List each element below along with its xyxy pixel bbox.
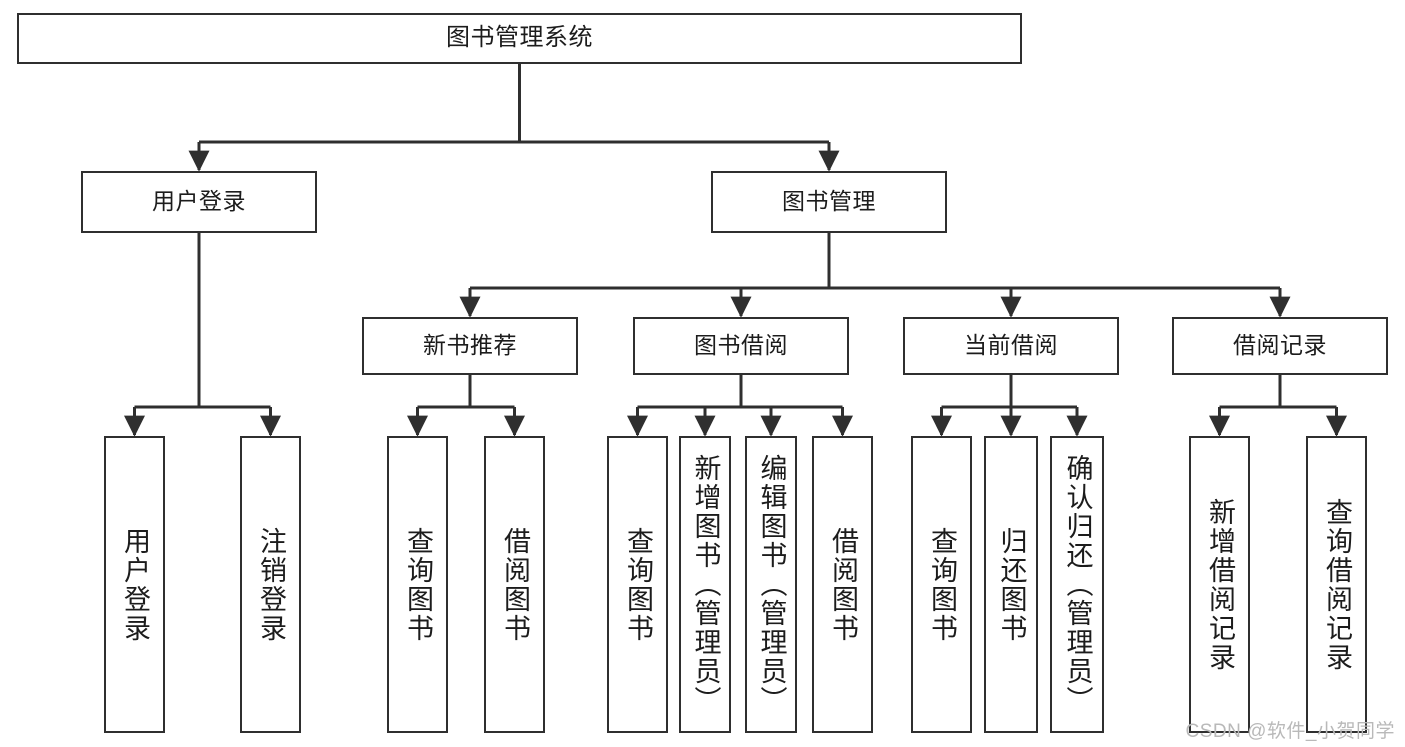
node-l2a[interactable]: 新书推荐	[362, 317, 578, 375]
node-label: 图书管理系统	[446, 24, 593, 52]
node-leaf-logout[interactable]: 注销登录	[240, 436, 301, 733]
node-leaf-bb-bor[interactable]: 借阅图书	[812, 436, 873, 733]
node-label: 借阅图书	[828, 526, 858, 643]
node-leaf-cb-cf[interactable]: 确认归还（管理员）	[1050, 436, 1104, 733]
node-label: 确认归还（管理员）	[1062, 454, 1093, 715]
node-l1b[interactable]: 图书管理	[711, 171, 947, 233]
node-l1a[interactable]: 用户登录	[81, 171, 317, 233]
node-leaf-bb-add[interactable]: 新增图书（管理员）	[679, 436, 731, 733]
node-label: 查询借阅记录	[1322, 497, 1352, 672]
node-leaf-nb-q[interactable]: 查询图书	[387, 436, 448, 733]
node-label: 注销登录	[256, 526, 286, 643]
node-label: 用户登录	[152, 188, 246, 215]
node-leaf-bb-q[interactable]: 查询图书	[607, 436, 668, 733]
node-leaf-bb-ed[interactable]: 编辑图书（管理员）	[745, 436, 797, 733]
node-root[interactable]: 图书管理系统	[17, 13, 1022, 64]
node-label: 查询图书	[623, 526, 653, 643]
node-leaf-login[interactable]: 用户登录	[104, 436, 165, 733]
node-l2c[interactable]: 当前借阅	[903, 317, 1119, 375]
node-label: 查询图书	[403, 526, 433, 643]
node-l2b[interactable]: 图书借阅	[633, 317, 849, 375]
node-label: 当前借阅	[964, 332, 1058, 359]
node-leaf-cb-q[interactable]: 查询图书	[911, 436, 972, 733]
node-label: 新增借阅记录	[1205, 497, 1235, 672]
node-label: 归还图书	[996, 526, 1027, 643]
watermark: CSDN @软件_小贺同学	[1185, 721, 1395, 742]
node-label: 查询图书	[927, 526, 957, 643]
node-label: 图书管理	[782, 188, 876, 215]
node-leaf-nb-b[interactable]: 借阅图书	[484, 436, 545, 733]
node-leaf-br-q[interactable]: 查询借阅记录	[1306, 436, 1367, 733]
node-label: 图书借阅	[694, 332, 788, 359]
node-label: 编辑图书（管理员）	[756, 454, 787, 715]
node-label: 新增图书（管理员）	[690, 454, 721, 715]
node-leaf-cb-r[interactable]: 归还图书	[984, 436, 1038, 733]
node-label: 新书推荐	[423, 332, 517, 359]
node-label: 借阅图书	[500, 526, 530, 643]
node-leaf-br-add[interactable]: 新增借阅记录	[1189, 436, 1250, 733]
node-label: 借阅记录	[1233, 332, 1327, 359]
node-l2d[interactable]: 借阅记录	[1172, 317, 1388, 375]
node-label: 用户登录	[120, 526, 150, 643]
